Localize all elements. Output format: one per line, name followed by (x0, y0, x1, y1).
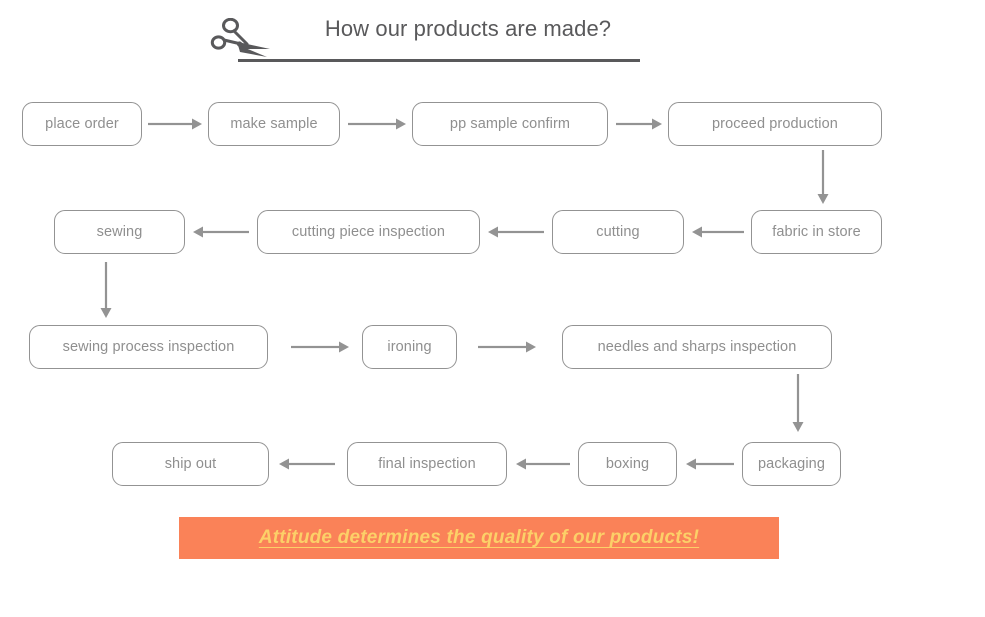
arrow-pp-sample-confirm-to-proceed-production (616, 114, 662, 134)
arrow-place-order-to-make-sample (148, 114, 202, 134)
arrow-packaging-to-boxing (686, 454, 734, 474)
flow-node-label: cutting piece inspection (291, 224, 446, 240)
flow-node-proceed-production[interactable]: proceed production (668, 102, 882, 146)
arrow-cutting-piece-inspection-to-sewing (193, 222, 249, 242)
slogan-text: Attitude determines the quality of our p… (258, 527, 700, 548)
slogan-banner: Attitude determines the quality of our p… (179, 517, 779, 559)
flow-node-ironing[interactable]: ironing (362, 325, 457, 369)
flow-node-label: ship out (164, 456, 217, 472)
arrow-needles-and-sharps-inspection-to-packaging (788, 374, 808, 432)
flow-node-label: make sample (230, 116, 318, 132)
flow-node-final-inspection[interactable]: final inspection (347, 442, 507, 486)
flow-node-label: final inspection (378, 456, 476, 472)
flow-node-label: ironing (387, 339, 432, 355)
flow-node-label: boxing (605, 456, 650, 472)
flow-node-ship-out[interactable]: ship out (112, 442, 269, 486)
flow-node-label: packaging (757, 456, 825, 472)
arrow-sewing-process-inspection-to-ironing (291, 337, 349, 357)
flow-node-label: fabric in store (772, 224, 861, 240)
arrow-ironing-to-needles-and-sharps-inspection (478, 337, 536, 357)
flow-node-sewing[interactable]: sewing (54, 210, 185, 254)
arrow-fabric-in-store-to-cutting (692, 222, 744, 242)
arrow-sewing-to-sewing-process-inspection (96, 262, 116, 318)
flow-node-boxing[interactable]: boxing (578, 442, 677, 486)
flow-node-label: needles and sharps inspection (597, 339, 797, 355)
flow-node-label: proceed production (712, 116, 838, 132)
arrow-make-sample-to-pp-sample-confirm (348, 114, 406, 134)
flow-node-label: cutting (596, 224, 640, 240)
flow-node-label: sewing process inspection (62, 339, 235, 355)
arrow-boxing-to-final-inspection (516, 454, 570, 474)
flow-node-pp-sample-confirm[interactable]: pp sample confirm (412, 102, 608, 146)
flow-node-place-order[interactable]: place order (22, 102, 142, 146)
flow-node-label: place order (45, 116, 119, 132)
flow-node-cutting-piece-inspection[interactable]: cutting piece inspection (257, 210, 480, 254)
flow-node-label: sewing (96, 224, 143, 240)
page-header: How our products are made? (210, 14, 640, 66)
arrow-proceed-production-to-fabric-in-store (813, 150, 833, 204)
flow-node-make-sample[interactable]: make sample (208, 102, 340, 146)
flow-node-label: pp sample confirm (449, 116, 571, 132)
page-title: How our products are made? (324, 16, 612, 41)
scissors-icon (210, 17, 272, 66)
arrow-cutting-to-cutting-piece-inspection (488, 222, 544, 242)
arrow-final-inspection-to-ship-out (279, 454, 335, 474)
flow-node-cutting[interactable]: cutting (552, 210, 684, 254)
title-underline-rule (238, 59, 640, 62)
flow-node-needles-and-sharps-inspection[interactable]: needles and sharps inspection (562, 325, 832, 369)
flow-node-packaging[interactable]: packaging (742, 442, 841, 486)
flow-node-fabric-in-store[interactable]: fabric in store (751, 210, 882, 254)
flow-node-sewing-process-inspection[interactable]: sewing process inspection (29, 325, 268, 369)
